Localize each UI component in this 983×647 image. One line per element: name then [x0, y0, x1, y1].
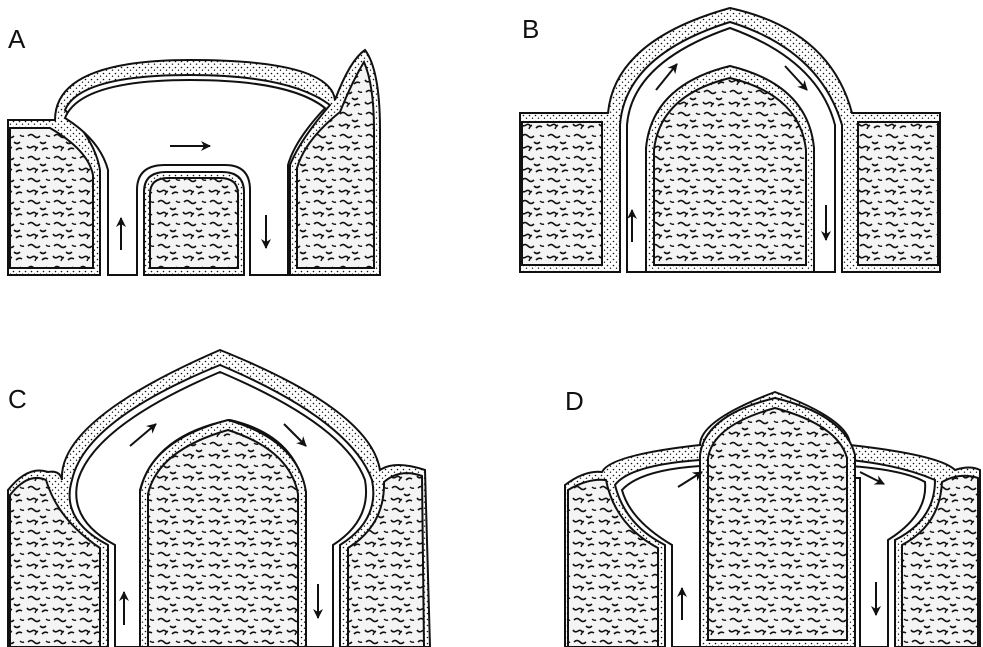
panel-b-central-core-tissue	[654, 78, 806, 265]
panel-a-label: A	[8, 24, 26, 54]
panel-c-central-core-tissue	[148, 430, 298, 647]
panel-b-left-tissue	[522, 122, 602, 265]
panel-c-label: C	[8, 384, 27, 414]
panel-c: C	[8, 350, 430, 647]
panel-d-central-core-tissue	[708, 408, 847, 640]
panel-d: D	[565, 386, 980, 647]
panel-a: A	[8, 24, 380, 275]
panel-a-central-core-tissue	[150, 178, 238, 268]
panel-b: B	[520, 8, 940, 272]
panel-b-label: B	[522, 14, 539, 44]
panel-d-label: D	[565, 386, 584, 416]
panel-b-right-tissue	[858, 122, 938, 265]
